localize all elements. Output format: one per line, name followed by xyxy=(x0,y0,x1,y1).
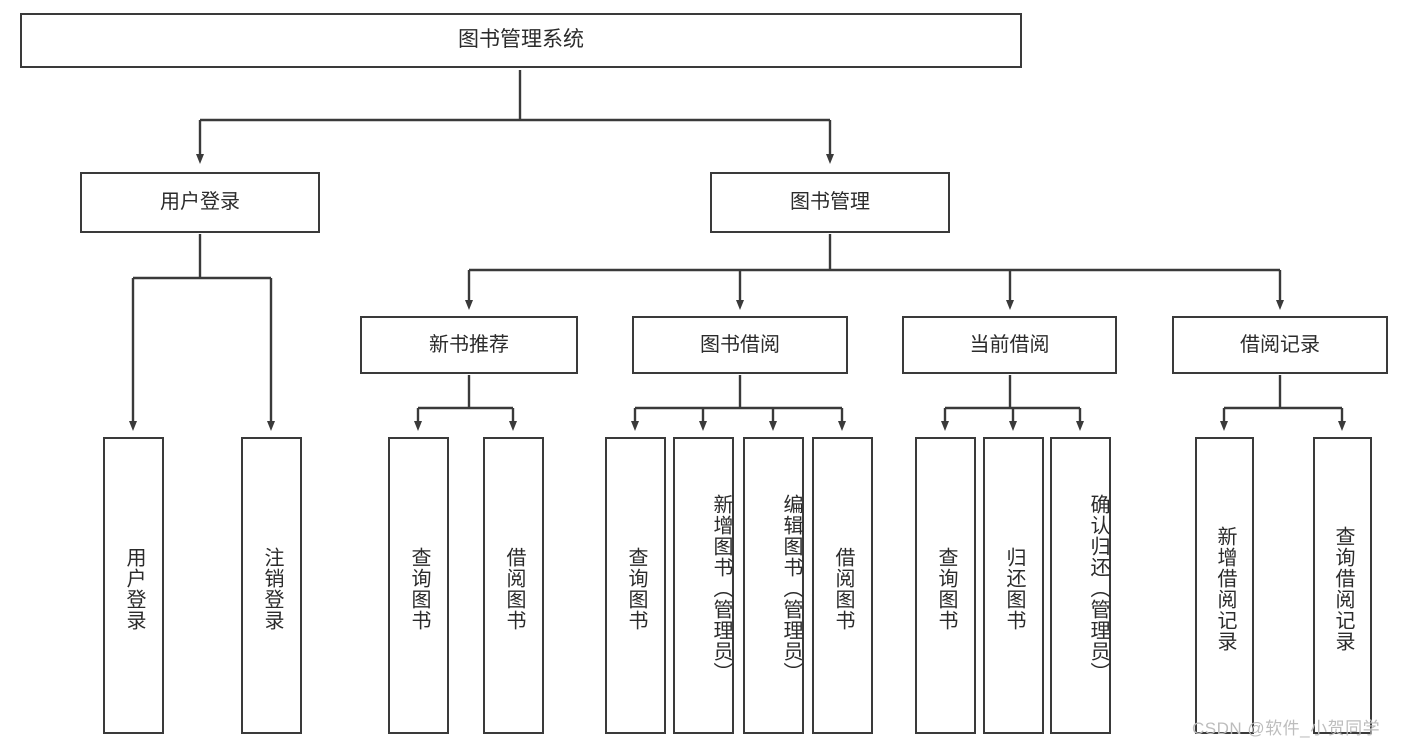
leaf-borrow-borrow-book[interactable]: 借阅图书 xyxy=(812,437,873,734)
watermark-text: CSDN @软件_小贺同学 xyxy=(1192,719,1381,738)
node-label: 图书管理系统 xyxy=(458,28,584,52)
node-current-borrow[interactable]: 当前借阅 xyxy=(902,316,1117,374)
node-label: 新增图书（管理员） xyxy=(710,494,732,683)
node-borrow-record[interactable]: 借阅记录 xyxy=(1172,316,1388,374)
leaf-current-confirm-return-admin[interactable]: 确认归还（管理员） xyxy=(1050,437,1111,734)
node-user-login[interactable]: 用户登录 xyxy=(80,172,320,233)
node-label: 注销登录 xyxy=(261,546,283,631)
node-label: 当前借阅 xyxy=(969,333,1050,356)
node-label: 用户登录 xyxy=(123,546,145,631)
leaf-current-query-book[interactable]: 查询图书 xyxy=(915,437,976,734)
leaf-borrow-add-book-admin[interactable]: 新增图书（管理员） xyxy=(673,437,734,734)
node-label: 借阅图书 xyxy=(503,546,525,631)
leaf-record-query-record[interactable]: 查询借阅记录 xyxy=(1313,437,1372,734)
node-label: 借阅图书 xyxy=(832,546,854,631)
node-label: 图书管理 xyxy=(790,191,870,213)
node-label: 查询借阅记录 xyxy=(1332,525,1354,652)
leaf-recommend-borrow-book[interactable]: 借阅图书 xyxy=(483,437,544,734)
node-label: 图书借阅 xyxy=(700,333,780,356)
node-book-management[interactable]: 图书管理 xyxy=(710,172,950,233)
node-label: 借阅记录 xyxy=(1240,333,1320,356)
leaf-user-login-logout[interactable]: 注销登录 xyxy=(241,437,302,734)
node-new-book-recommend[interactable]: 新书推荐 xyxy=(360,316,578,374)
leaf-user-login-login[interactable]: 用户登录 xyxy=(103,437,164,734)
node-book-borrow[interactable]: 图书借阅 xyxy=(632,316,848,374)
node-label: 新增借阅记录 xyxy=(1214,525,1236,652)
leaf-current-return-book[interactable]: 归还图书 xyxy=(983,437,1044,734)
leaf-record-add-record[interactable]: 新增借阅记录 xyxy=(1195,437,1254,734)
node-label: 查询图书 xyxy=(625,546,647,631)
leaf-recommend-query-book[interactable]: 查询图书 xyxy=(388,437,449,734)
node-label: 新书推荐 xyxy=(429,333,509,356)
node-label: 查询图书 xyxy=(408,546,430,631)
node-label: 编辑图书（管理员） xyxy=(780,494,802,683)
node-label: 查询图书 xyxy=(935,546,957,631)
node-root-system[interactable]: 图书管理系统 xyxy=(20,13,1022,68)
node-label: 用户登录 xyxy=(160,191,240,213)
node-label: 确认归还（管理员） xyxy=(1087,494,1109,683)
node-label: 归还图书 xyxy=(1003,546,1025,631)
leaf-borrow-query-book[interactable]: 查询图书 xyxy=(605,437,666,734)
leaf-borrow-edit-book-admin[interactable]: 编辑图书（管理员） xyxy=(743,437,804,734)
